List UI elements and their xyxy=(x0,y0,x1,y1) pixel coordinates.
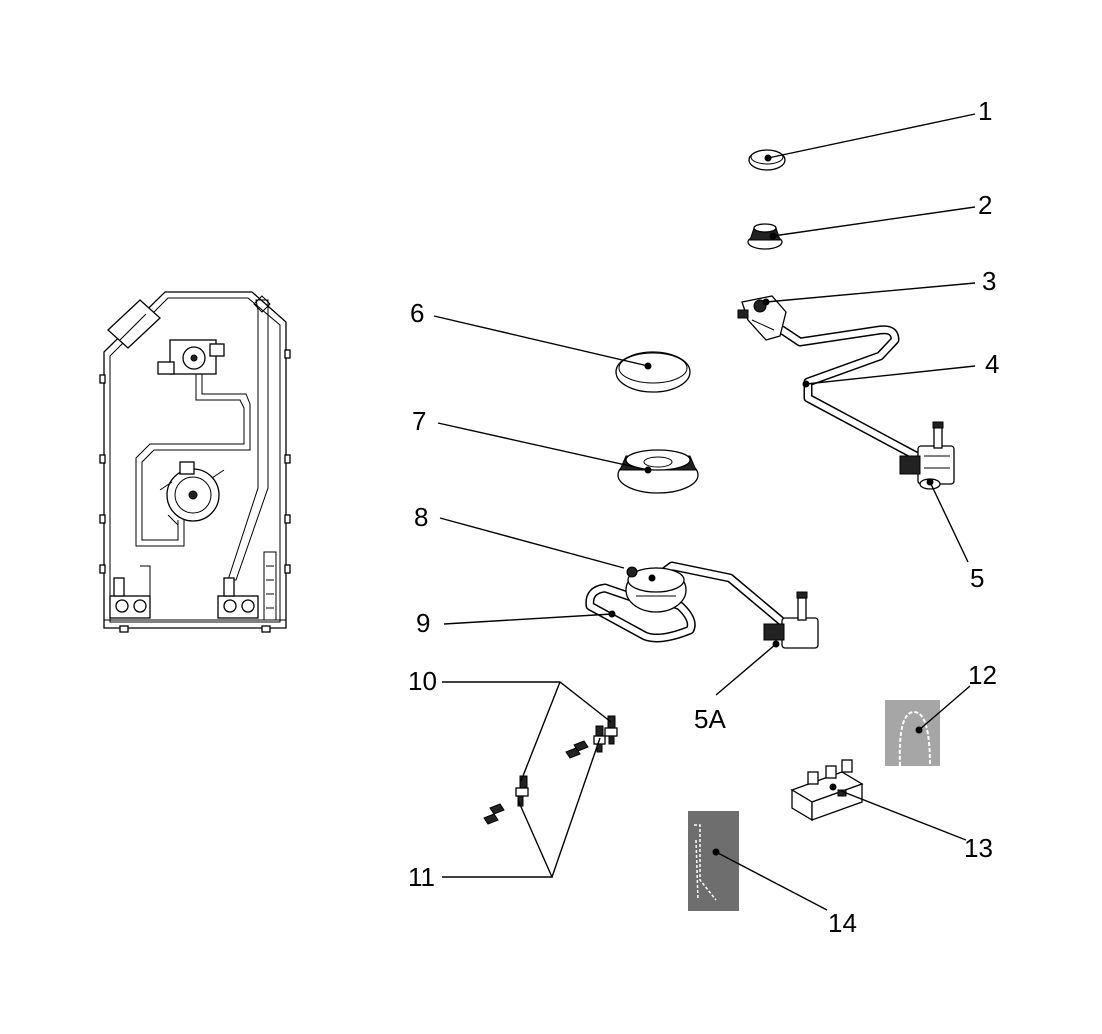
callout-11: 11 xyxy=(408,862,435,892)
leader-lines xyxy=(433,113,976,911)
callout-10: 10 xyxy=(408,666,437,696)
callout-2: 2 xyxy=(978,190,992,220)
part-14-photo xyxy=(688,811,739,911)
cooktop-overview xyxy=(99,291,291,633)
upper-burner-tube-assembly xyxy=(737,295,955,490)
callout-labels: 1 2 3 4 5 5A 6 7 8 9 10 11 12 13 14 xyxy=(408,96,999,938)
callout-13: 13 xyxy=(964,833,993,863)
burner-head-small xyxy=(747,223,783,250)
callout-14: 14 xyxy=(828,908,857,938)
callout-9: 9 xyxy=(416,608,430,638)
burner-head-large xyxy=(617,449,699,494)
callout-1: 1 xyxy=(978,96,992,126)
callout-6: 6 xyxy=(410,298,424,328)
lower-burner-tube-assembly xyxy=(585,561,819,649)
callout-12: 12 xyxy=(968,660,997,690)
injectors-and-clips xyxy=(483,715,618,825)
part-12-photo xyxy=(885,700,940,767)
burner-cap-large xyxy=(615,351,691,393)
callout-4: 4 xyxy=(985,349,999,379)
leader-dots xyxy=(608,154,934,856)
callout-5a: 5A xyxy=(694,704,726,734)
spark-module xyxy=(790,759,864,822)
callout-5: 5 xyxy=(970,563,984,593)
callout-8: 8 xyxy=(414,502,428,532)
callout-3: 3 xyxy=(982,266,996,296)
callout-7: 7 xyxy=(412,406,426,436)
